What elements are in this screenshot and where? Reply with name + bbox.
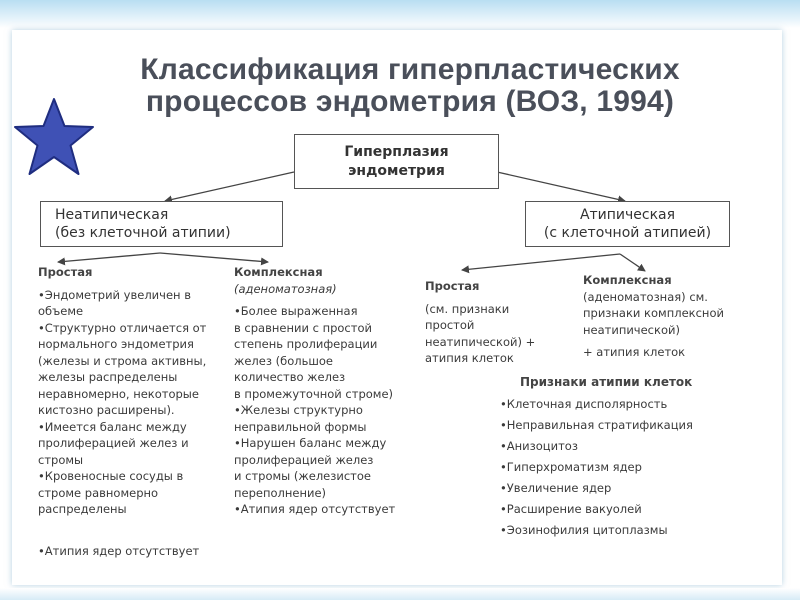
left-simple-line: •Эндометрий увеличен в xyxy=(38,287,191,302)
root-node-line-1: Гиперплазия xyxy=(344,143,449,160)
atypia-sign-item: •Эозинофилия цитоплазмы xyxy=(500,523,668,537)
bottom-gradient-band xyxy=(0,588,800,600)
left-simple-line: объеме xyxy=(38,304,84,318)
slide-title: Классификация гиперпластических процессо… xyxy=(90,54,730,118)
left-simple-line: кистозно расширены). xyxy=(38,403,175,417)
left-complex-line: •Железы структурно xyxy=(234,403,363,417)
right-complex-line: (аденоматозная) см. xyxy=(583,289,708,304)
atypia-signs-title: Признаки атипии клеток xyxy=(520,374,692,391)
left-complex-line: •Более выраженная xyxy=(234,304,358,318)
left-simple-line: неравномерно, некоторые xyxy=(38,386,199,401)
right-complex-line: признаки комплексной xyxy=(583,306,724,320)
left-complex-line: •Нарушен баланс между xyxy=(234,436,387,450)
non-atypical-box: Неатипическая (без клеточной атипии) xyxy=(40,201,283,247)
atypical-box: Атипическая (с клеточной атипией) xyxy=(525,201,730,247)
left-simple-line: стромы xyxy=(38,452,84,467)
atypical-line-2: (с клеточной атипией) xyxy=(543,225,712,241)
left-complex-block: Комплексная (аденоматозная) •Более выраж… xyxy=(234,264,395,518)
left-complex-line: переполнение) xyxy=(234,485,327,500)
left-simple-line: нормального эндометрия xyxy=(38,337,194,351)
left-simple-line: пролиферацией желез и xyxy=(38,436,189,450)
top-gradient-band xyxy=(0,0,800,28)
left-simple-line: (железы и строма активны, xyxy=(38,353,207,368)
left-simple-header: Простая xyxy=(38,265,93,279)
left-complex-line: в промежуточной строме) xyxy=(234,386,394,401)
left-simple-line: •Структурно отличается от xyxy=(38,320,207,335)
left-complex-line: количество желез xyxy=(234,370,346,384)
right-simple-line: простой xyxy=(425,318,475,332)
right-complex-plus: + атипия клеток xyxy=(583,345,686,359)
left-complex-line: желез (большое xyxy=(234,353,334,368)
left-simple-line: •Имеется баланс между xyxy=(38,419,187,434)
right-complex-header: Комплексная xyxy=(583,273,672,287)
left-simple-last-line: •Атипия ядер отсутствует xyxy=(38,544,200,558)
non-atypical-line-1: Неатипическая xyxy=(55,207,169,223)
left-complex-line: и стромы (железистое xyxy=(234,469,371,483)
title-line-2: процессов эндометрия (ВОЗ, 1994) xyxy=(145,85,675,118)
title-line-1: Классификация гиперпластических xyxy=(140,53,680,86)
right-simple-line: неатипической) + xyxy=(425,334,536,349)
atypia-sign-item: •Клеточная дисполярность xyxy=(500,397,668,411)
left-complex-line: в сравнении с простой xyxy=(234,320,372,335)
atypia-sign-item: •Гиперхроматизм ядер xyxy=(500,460,642,474)
left-complex-line: пролиферацией желез xyxy=(234,452,374,467)
atypia-sign-item: •Анизоцитоз xyxy=(500,439,578,453)
left-simple-block: Простая •Эндометрий увеличен в объеме •С… xyxy=(38,264,206,518)
atypia-sign-item: •Неправильная стратификация xyxy=(500,418,693,432)
left-complex-header: Комплексная xyxy=(234,265,323,279)
left-complex-line: неправильной формы xyxy=(234,419,367,434)
star-icon xyxy=(14,98,94,175)
right-simple-header: Простая xyxy=(425,279,480,293)
right-complex-block: Комплексная (аденоматозная) см. признаки… xyxy=(583,272,724,361)
right-simple-line: (см. признаки xyxy=(425,301,510,316)
slide-frame xyxy=(12,30,782,585)
left-simple-line: •Кровеносные сосуды в xyxy=(38,469,184,483)
right-simple-block: Простая (см. признаки простой неатипичес… xyxy=(425,278,535,367)
left-complex-line: •Атипия ядер отсутствует xyxy=(234,502,396,516)
atypia-signs-list: •Клеточная дисполярность •Неправильная с… xyxy=(500,394,693,541)
left-simple-line: железы распределены xyxy=(38,370,178,384)
non-atypical-line-2: (без клеточной атипии) xyxy=(55,225,231,241)
root-node-line-2: эндометрия xyxy=(348,162,445,179)
right-simple-line: атипия клеток xyxy=(425,351,514,365)
atypia-sign-item: •Увеличение ядер xyxy=(500,481,612,495)
root-node-box: Гиперплазия эндометрия xyxy=(294,134,499,189)
atypia-signs-title-text: Признаки атипии клеток xyxy=(520,375,693,389)
right-complex-line: неатипической) xyxy=(583,322,680,337)
atypical-line-1: Атипическая xyxy=(579,207,676,223)
left-simple-line: строме равномерно xyxy=(38,485,159,500)
left-simple-line: распределены xyxy=(38,502,127,516)
left-complex-subheader: (аденоматозная) xyxy=(234,281,337,296)
left-complex-line: степень пролиферации xyxy=(234,337,378,351)
atypia-sign-item: •Расширение вакуолей xyxy=(500,502,642,516)
